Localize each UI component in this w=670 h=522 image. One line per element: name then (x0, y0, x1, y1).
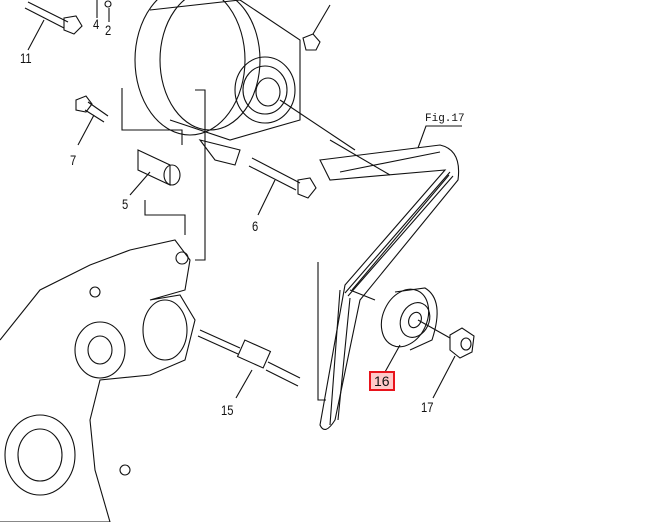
part-label-15: 15 (221, 402, 234, 418)
bushing-5-drawing (129, 149, 181, 196)
nut-17-drawing (432, 327, 475, 399)
part-label-4: 4 (93, 16, 100, 32)
timing-cover-drawing (0, 239, 196, 522)
bolt-11-drawing (24, 1, 83, 51)
nut-top-drawing (302, 33, 321, 51)
figure-reference: Fig.17 (425, 113, 465, 125)
part-label-6: 6 (252, 218, 259, 234)
part-label-5: 5 (122, 196, 129, 212)
alternator-drawing (134, 0, 356, 166)
idler-pulley-drawing (349, 287, 451, 373)
stud-15-drawing (197, 329, 301, 399)
part-label-11: 11 (20, 50, 32, 66)
part-label-2: 2 (105, 22, 112, 38)
v-belt-drawing (317, 125, 462, 430)
part-label-17: 17 (421, 399, 434, 415)
part-label-7: 7 (70, 152, 77, 168)
bolt-6-drawing (248, 157, 317, 216)
bolt-7-drawing (75, 95, 109, 146)
part-label-16-highlighted[interactable]: 16 (369, 371, 395, 391)
